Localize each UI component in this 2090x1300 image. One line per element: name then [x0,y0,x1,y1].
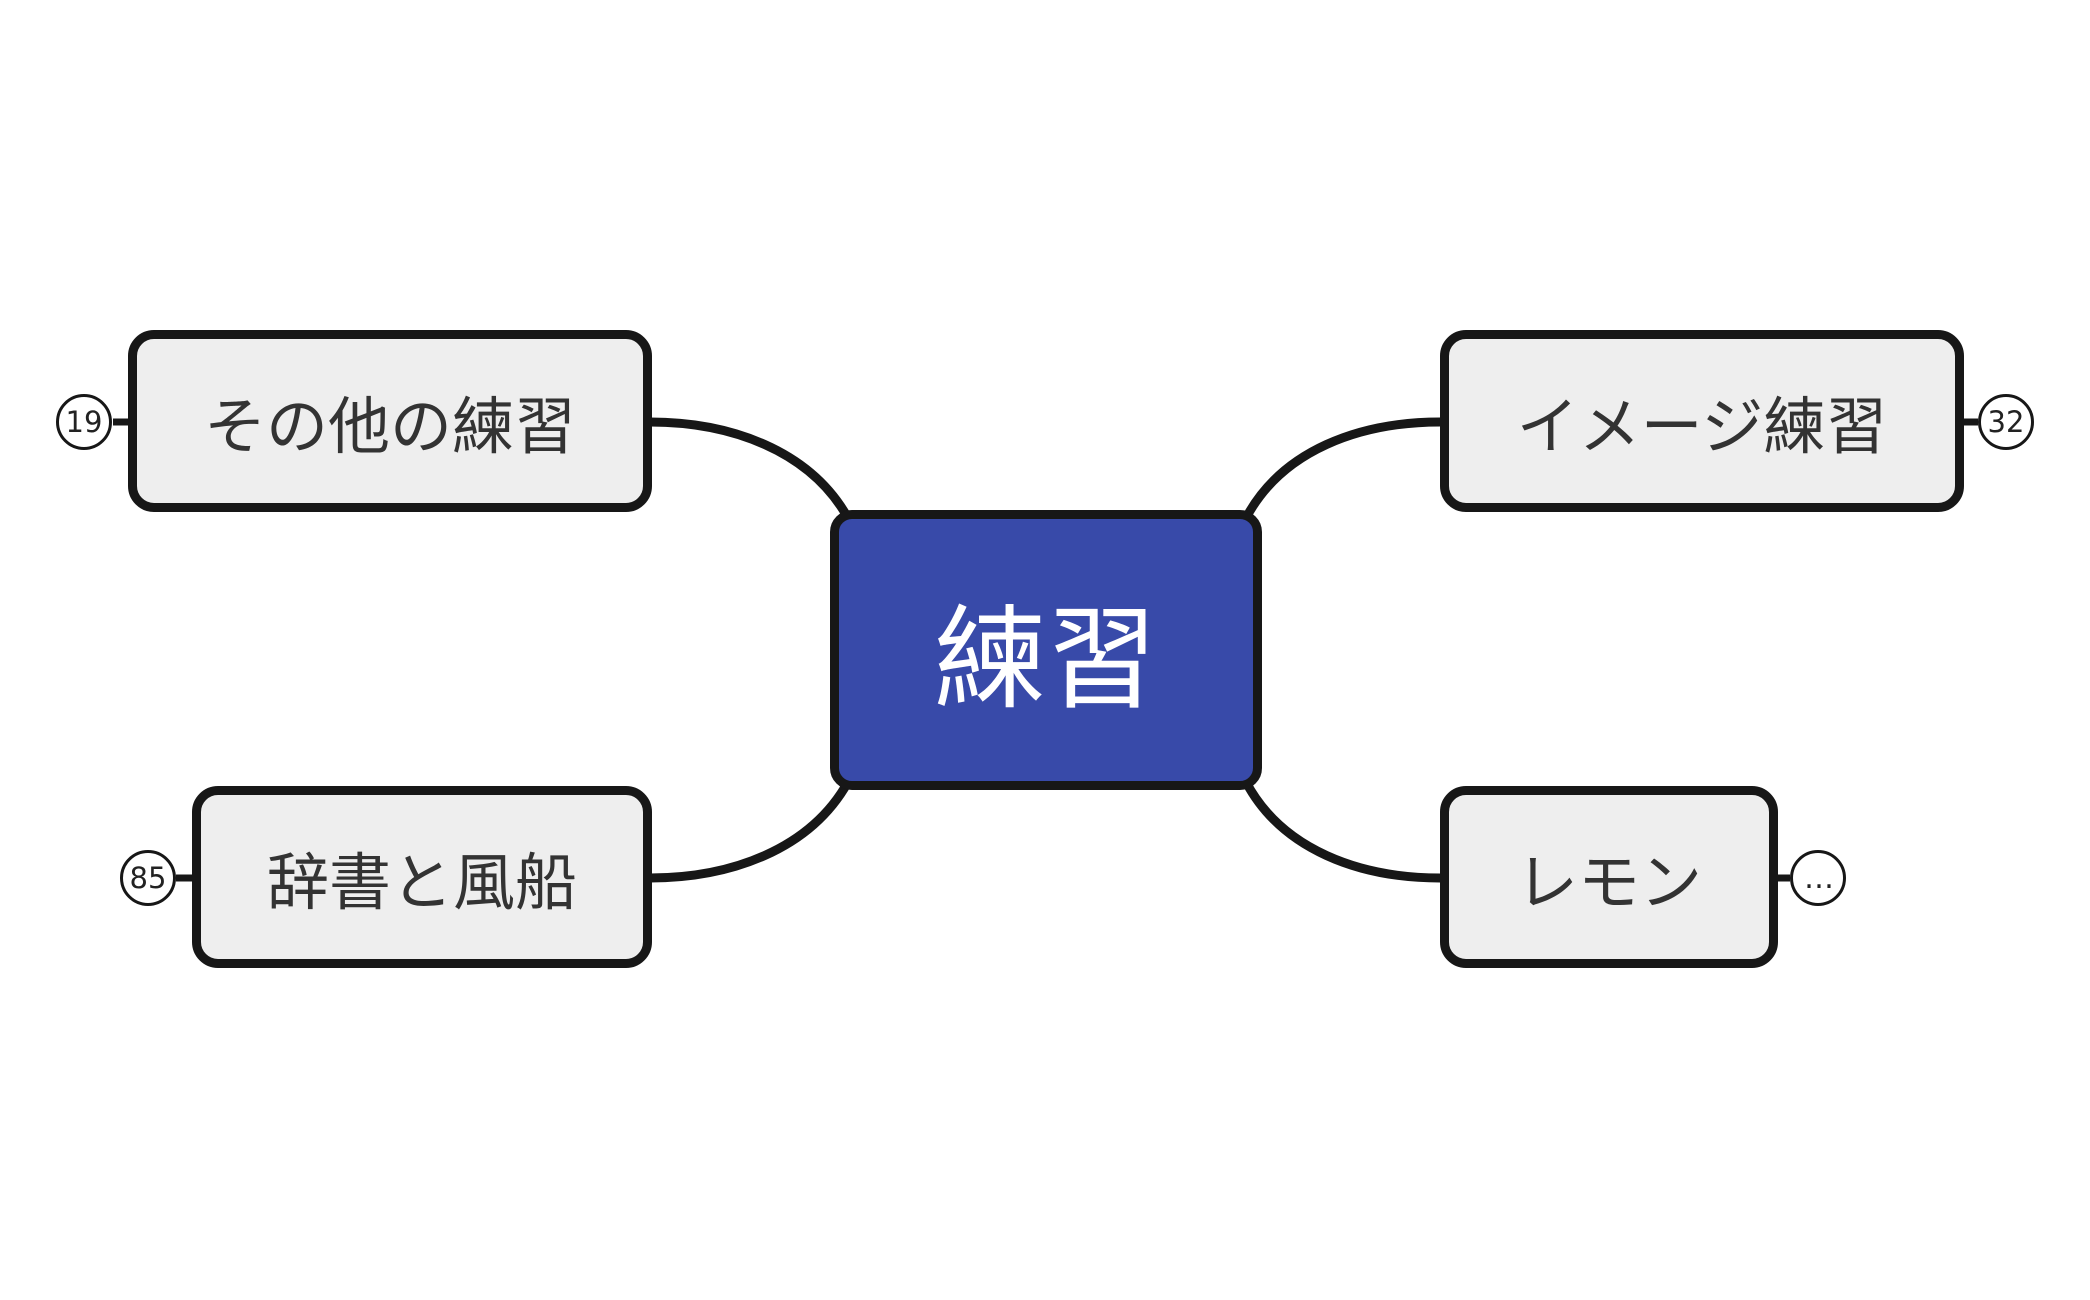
link-lemon [1241,777,1445,883]
link-other [645,417,853,523]
link-dict [645,777,853,883]
topic-image-practice[interactable]: イメージ練習 [1440,330,1964,512]
topic-other-practice[interactable]: その他の練習 [128,330,652,512]
link-image [1241,417,1445,523]
collapse-count-badge-dict[interactable]: 85 [120,850,176,906]
more-icon[interactable]: … [1790,850,1846,906]
collapse-count-badge-image[interactable]: 32 [1978,394,2034,450]
topic-lemon[interactable]: レモン [1440,786,1778,968]
central-topic[interactable]: 練習 [830,510,1262,790]
collapse-count-badge-other[interactable]: 19 [56,394,112,450]
topic-dictionary-balloon[interactable]: 辞書と風船 [192,786,652,968]
